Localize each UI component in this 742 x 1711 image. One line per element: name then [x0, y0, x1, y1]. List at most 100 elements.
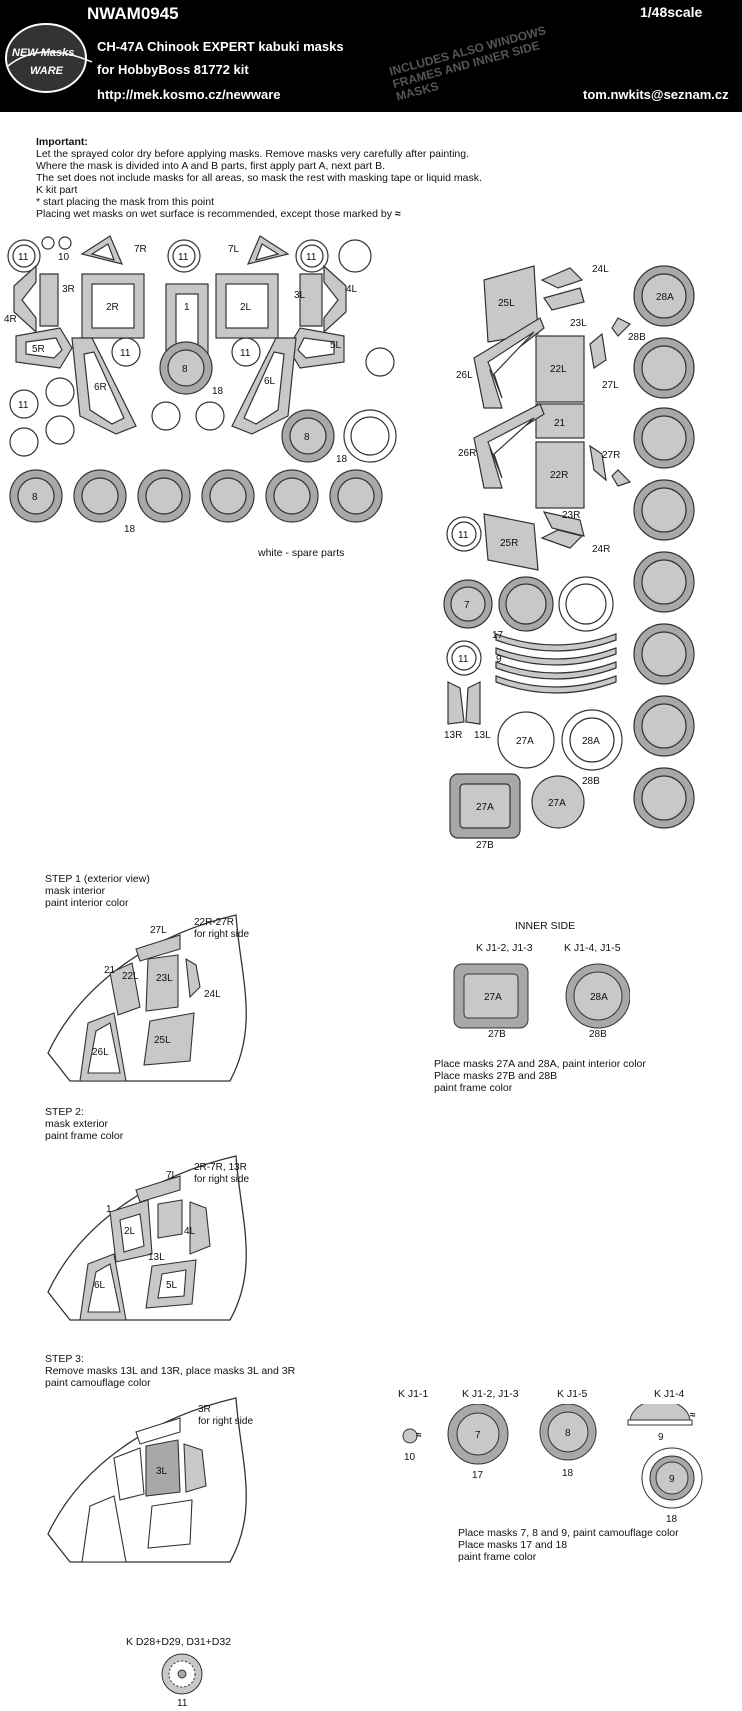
- label: 22R-27R: [194, 917, 234, 928]
- label: 22R: [550, 470, 568, 481]
- step2-text: STEP 2: mask exterior paint frame color: [45, 1106, 123, 1142]
- mask-25L: [483, 265, 539, 343]
- label: 26R: [458, 448, 476, 459]
- step2-diagram: 2R-7R, 13R for right side 7L 1 2L 4L 13L…: [47, 1155, 249, 1321]
- label: 8: [182, 364, 188, 375]
- label: 23L: [156, 973, 173, 984]
- step3-text: STEP 3: Remove masks 13L and 13R, place …: [45, 1353, 295, 1389]
- label: 8: [304, 432, 310, 443]
- mask-13L: [465, 681, 481, 725]
- label: 9: [669, 1474, 675, 1485]
- step1-text: STEP 1 (exterior view) mask interior pai…: [45, 873, 150, 909]
- scale-label: 1/48scale: [640, 4, 703, 20]
- wet-mark-icon: ≈: [416, 1430, 422, 1441]
- wet-mark-icon: ≈: [394, 208, 401, 220]
- mask-13R: [447, 681, 465, 725]
- label: 21: [554, 418, 566, 429]
- label: 27A: [484, 992, 502, 1003]
- step1-line: paint interior color: [45, 897, 129, 909]
- lights-notes: Place masks 7, 8 and 9, paint camouflage…: [458, 1527, 679, 1563]
- note-line: paint frame color: [434, 1082, 513, 1094]
- label: 25L: [498, 298, 515, 309]
- label: 17: [472, 1470, 484, 1481]
- label: 5R: [32, 344, 45, 355]
- label: 24L: [204, 989, 221, 1000]
- mask-4L: [323, 264, 347, 334]
- label: 25L: [154, 1035, 171, 1046]
- label: 27L: [602, 380, 619, 391]
- mask-3L: [299, 273, 323, 327]
- label: 11: [306, 252, 317, 263]
- label: 28B: [628, 332, 646, 343]
- label: 27A: [516, 736, 534, 747]
- mask-4R: [13, 264, 37, 334]
- label: 27B: [488, 1029, 506, 1040]
- mask-22R: [535, 441, 585, 509]
- label: 11: [458, 654, 469, 665]
- step3-diagram: 3R for right side 3L: [47, 1397, 253, 1563]
- note-line: * start placing the mask from this point: [36, 196, 214, 208]
- note-line: Where the mask is divided into A and B p…: [36, 160, 386, 172]
- label: 4L: [346, 284, 358, 295]
- label: 18: [562, 1468, 574, 1479]
- step1-diagram: 27L 22R-27R for right side 21 22L 23L 24…: [47, 914, 249, 1082]
- logo-line2: WARE: [30, 65, 64, 77]
- label: 23R: [562, 510, 580, 521]
- inner-side-diagram: 27A 28A: [453, 963, 630, 1029]
- bottom-mask-11: 11: [161, 1653, 203, 1708]
- label: 28B: [589, 1029, 607, 1040]
- label: 7R: [134, 244, 147, 255]
- step3-line: Remove masks 13L and 13R, place masks 3L…: [45, 1365, 296, 1377]
- label: 6L: [94, 1280, 106, 1291]
- note-line: Place masks 17 and 18: [458, 1539, 568, 1551]
- newware-logo: NEW Masks WARE: [5, 23, 93, 93]
- lights-kit-ref: K J1-5: [557, 1388, 588, 1400]
- mask-3R: [39, 273, 59, 327]
- website-url: http://mek.kosmo.cz/newware: [97, 87, 281, 102]
- label: 13L: [148, 1252, 165, 1263]
- step2-title: STEP 2:: [45, 1106, 84, 1118]
- label: 26L: [92, 1047, 109, 1058]
- mask-25R: [483, 513, 539, 571]
- label: for right side: [198, 1416, 253, 1427]
- inner-kit-ref: K J1-4, J1-5: [564, 942, 621, 954]
- label: 18: [124, 524, 136, 535]
- label: 2R: [106, 302, 119, 313]
- label: 10: [404, 1452, 416, 1463]
- label: 5L: [330, 340, 342, 351]
- label: 10: [58, 252, 70, 263]
- label: 3L: [294, 290, 306, 301]
- label: 18: [336, 454, 348, 465]
- label: 8: [32, 492, 38, 503]
- label: 11: [178, 252, 189, 263]
- lights-kit-ref: K J1-4: [654, 1388, 685, 1400]
- inner-side-title: INNER SIDE: [515, 920, 576, 932]
- important-heading: Important:: [36, 136, 88, 148]
- important-notes: Important: Let the sprayed color dry bef…: [36, 136, 482, 220]
- step1-line: mask interior: [45, 885, 106, 897]
- right-mask-sheet: 25L 24L 28A 23L 28B 26L 22L 27L 21 26R 2…: [443, 264, 695, 848]
- label: 9: [658, 1432, 664, 1443]
- note-line: Place masks 7, 8 and 9, paint camouflage…: [458, 1527, 679, 1539]
- label: 9: [496, 654, 502, 665]
- note-line: Place masks 27B and 28B: [434, 1070, 558, 1082]
- label: 2L: [240, 302, 252, 313]
- label: 24L: [592, 264, 609, 275]
- logo-line1: NEW Masks: [12, 47, 74, 59]
- label: 28A: [582, 736, 600, 747]
- spare-caption: white - spare parts: [258, 547, 345, 559]
- label: 24R: [592, 544, 610, 555]
- label: 22L: [122, 971, 139, 982]
- label: 11: [18, 252, 29, 263]
- label: 6L: [264, 376, 276, 387]
- label: 7L: [228, 244, 240, 255]
- label: 6R: [94, 382, 107, 393]
- label: 8: [565, 1428, 571, 1439]
- note-line: Place masks 27A and 28A, paint interior …: [434, 1058, 646, 1070]
- note-line: paint frame color: [458, 1551, 537, 1563]
- note-line-text: Placing wet masks on wet surface is reco…: [36, 208, 392, 220]
- step2-line: paint frame color: [45, 1130, 124, 1142]
- label: 27A: [548, 798, 566, 809]
- label: 18: [212, 386, 224, 397]
- label: 27B: [476, 840, 494, 848]
